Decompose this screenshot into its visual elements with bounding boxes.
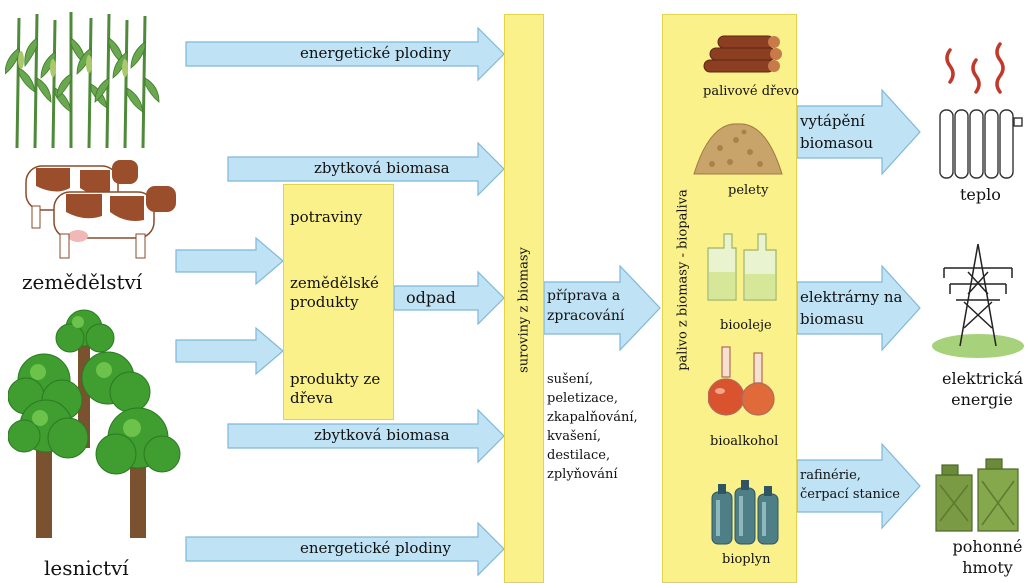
label-waste: odpad <box>406 288 456 307</box>
product-food: potraviny <box>290 208 363 226</box>
arrow-residual-top <box>227 141 505 197</box>
radiator-icon <box>939 42 1023 179</box>
power-pylon-icon <box>932 243 1024 358</box>
fuel-bioalcohol-label: bioalkohol <box>710 434 779 449</box>
raw-materials-label: suroviny z biomasy <box>516 247 532 373</box>
trees-icon <box>8 309 181 538</box>
fuel-pellets-label: pelety <box>728 183 769 198</box>
processing-item: zplyňování <box>547 467 618 482</box>
fuel-cans-icon <box>935 458 1019 532</box>
firewood-icon <box>703 35 782 73</box>
fuels-bar-label: palivo z biomasy - biopaliva <box>675 189 691 371</box>
agriculture-label: zemědělství <box>22 270 143 294</box>
arrow-refinery <box>796 442 921 530</box>
processing-item: peletizace, <box>547 391 618 406</box>
arrow-residual-bottom <box>227 408 505 464</box>
label-residual-top: zbytková biomasa <box>314 159 450 177</box>
product-agricultural: zemědělské produkty <box>290 274 379 311</box>
forestry-label: lesnictví <box>44 556 129 580</box>
products-box <box>283 184 394 420</box>
arrow-power <box>796 264 921 352</box>
raw-materials-bar <box>504 14 544 583</box>
pellets-icon <box>693 123 783 175</box>
label-power: elektrárny na biomasu <box>800 288 903 328</box>
label-refinery: rafinérie, čerpací stanice <box>800 468 900 502</box>
fuel-firewood-label: palivové dřevo <box>703 84 800 99</box>
output-heat-label: teplo <box>960 185 1001 204</box>
arrow-heating <box>796 88 921 176</box>
cows-icon <box>25 160 176 259</box>
label-energy-crops-top: energetické plodiny <box>300 44 451 62</box>
output-electricity-label: elektrická energie <box>942 369 1024 409</box>
processing-item: sušení, <box>547 372 594 387</box>
crops-icon <box>5 12 160 148</box>
processing-list: sušení, peletizace, zkapalňování, kvašen… <box>547 370 638 484</box>
processing-item: destilace, <box>547 448 611 463</box>
product-wood: produkty ze dřeva <box>290 370 381 407</box>
arrow-forest-to-products <box>175 326 284 376</box>
biooil-icon <box>707 233 777 301</box>
fuel-biogas-label: bioplyn <box>722 552 771 567</box>
arrow-preparation <box>543 264 661 352</box>
label-heating: vytápění biomasou <box>800 112 873 152</box>
biogas-icon <box>711 480 779 545</box>
label-energy-crops-bottom: energetické plodiny <box>300 539 451 557</box>
output-fuels-label: pohonné hmoty <box>952 537 1023 577</box>
fuel-biooil-label: biooleje <box>720 318 772 333</box>
arrow-energy-crops-bottom <box>185 521 505 577</box>
arrow-waste <box>393 270 505 326</box>
label-residual-bottom: zbytková biomasa <box>314 426 450 444</box>
bioalcohol-icon <box>708 346 775 416</box>
label-preparation: příprava a zpracování <box>547 288 625 324</box>
arrow-energy-crops-top <box>185 26 505 82</box>
processing-item: kvašení, <box>547 429 601 444</box>
processing-item: zkapalňování, <box>547 410 638 425</box>
arrow-agri-to-products <box>175 236 284 286</box>
